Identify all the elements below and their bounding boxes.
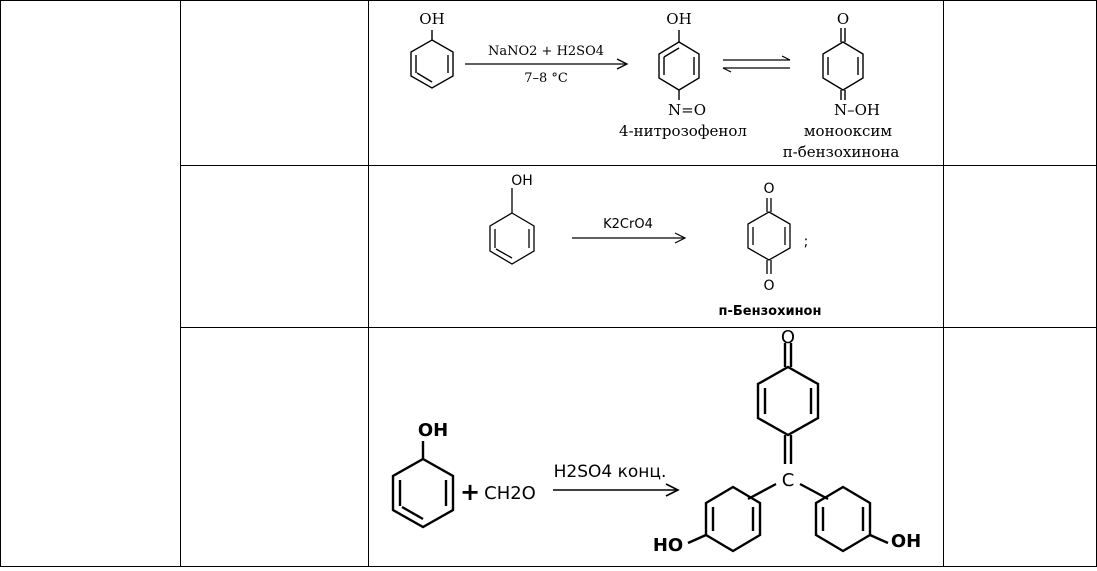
- plus-sign: +: [460, 478, 480, 506]
- nitroso-group-label: N=O: [668, 101, 706, 119]
- quinone-o-top: O: [763, 181, 774, 197]
- row-divider-2: [180, 327, 1097, 328]
- aurin-structure: [687, 343, 889, 553]
- oxime-group-label: N–OH: [834, 101, 880, 119]
- reactant-oh-label: OH: [419, 10, 444, 28]
- oxime-name-line1: монооксим: [804, 122, 893, 140]
- table-border-top: [0, 0, 1097, 1]
- oxidant-label: K2CrO4: [603, 217, 653, 232]
- reaction-3-scheme: OH + CH2O H2SO4 конц.: [391, 327, 921, 556]
- nitrosophenol-name: 4-нитрозофенол: [619, 122, 747, 140]
- aurin-right-oh: OH: [891, 531, 921, 552]
- condition-label: 7–8 °C: [524, 71, 568, 86]
- acid-catalyst-label: H2SO4 конц.: [554, 462, 667, 482]
- table-border-left: [0, 0, 1, 567]
- quinone-o-bottom: O: [763, 278, 774, 294]
- formaldehyde-label: CH2O: [484, 483, 536, 504]
- reaction-1-image: OH NaNO2 + H2SO4 7–8 °C OH N=O 4-нитрозо…: [405, 2, 917, 165]
- separator: ;: [804, 234, 809, 250]
- oxime-name-line2: п-бензохинона: [783, 143, 900, 161]
- column-divider-1: [180, 0, 181, 567]
- quinone-o-label: O: [837, 10, 849, 28]
- aurin-central-carbon: C: [782, 470, 795, 491]
- reaction-2-scheme: OH K2CrO4 O O ; п-Бензохинон: [489, 173, 822, 319]
- product-oh-label: OH: [666, 10, 691, 28]
- nitrosophenol-structure: [658, 30, 700, 100]
- reaction-2-image: OH K2CrO4 O O ; п-Бензохинон: [470, 168, 850, 324]
- reactant-oh-label: OH: [418, 420, 448, 441]
- aurin-carbonyl-o: O: [781, 329, 795, 348]
- reactant-oh-label: OH: [511, 173, 533, 189]
- aurin-left-ho: HO: [653, 535, 683, 556]
- benzoquinone-name: п-Бензохинон: [719, 304, 822, 319]
- quinone-oxime-structure: [822, 28, 864, 100]
- reaction-3-image: OH + CH2O H2SO4 конц.: [388, 327, 943, 566]
- benzoquinone-structure: [747, 198, 791, 274]
- row-divider-1: [180, 165, 1097, 166]
- column-divider-3: [943, 0, 944, 567]
- column-divider-2: [368, 0, 369, 567]
- phenol-structure: [391, 441, 455, 529]
- reagent-label: NaNO2 + H2SO4: [488, 44, 604, 59]
- phenol-structure: [410, 30, 454, 89]
- phenol-structure: [489, 188, 535, 265]
- reaction-1-scheme: OH NaNO2 + H2SO4 7–8 °C OH N=O 4-нитрозо…: [410, 10, 900, 161]
